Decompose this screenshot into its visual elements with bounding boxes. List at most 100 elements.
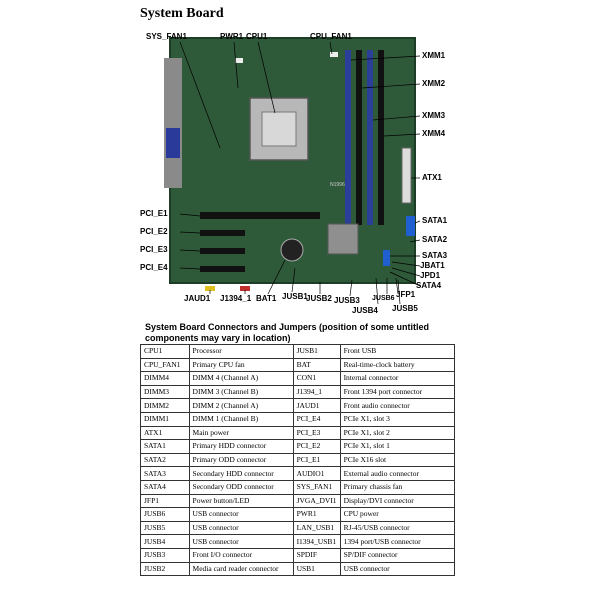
callout-jusb3: JUSB3 [334,296,360,305]
connector-description-cell: Front I/O connector [188,547,294,563]
connector-id-cell: CPU1 [140,344,190,359]
cmos-battery [280,238,304,262]
pcie-x16-slot [200,212,320,219]
connector-description-cell: Processor [188,344,294,359]
callout-atx1: ATX1 [422,173,442,182]
connector-id-cell: JUSB3 [140,547,190,563]
connector-id-cell: JUSB2 [140,561,190,577]
connector-description-cell: RJ-45/USB connector [339,520,456,536]
connector-id-cell: JVGA_DVI1 [292,493,341,509]
callout-pwr1: PWR1 [220,32,244,41]
connector-description-cell: USB connector [188,507,294,522]
connector-description-cell: Main power [188,425,294,441]
callout-jaud1: JAUD1 [184,294,211,303]
connector-description-cell: USB connector [188,534,294,549]
connector-id-cell: PCI_E4 [292,411,341,427]
callout-jusb2: JUSB2 [306,294,332,303]
connector-id-cell: DIMM1 [140,411,190,427]
callout-jusb1: JUSB1 [282,292,308,301]
connector-id-cell: PCI_E1 [292,452,341,468]
connector-description-cell: PCIe X1, slot 2 [339,425,456,441]
connector-id-cell: PCI_E2 [292,439,341,454]
connector-description-cell: PCIe X1, slot 3 [339,411,456,427]
connector-description-cell: Primary chassis fan [339,479,456,495]
connector-description-cell: Secondary HDD connector [188,466,294,481]
pcie-x1-slot-1 [200,230,245,236]
connector-id-cell: PCI_E3 [292,425,341,441]
connector-id-cell: CON1 [292,371,341,386]
connector-id-cell: DIMM3 [140,384,190,400]
dimm-slot-1 [345,50,351,225]
callout-sata2: SATA2 [422,235,448,244]
page-title: System Board [140,6,224,21]
connector-description-cell: DIMM 3 (Channel B) [188,384,294,400]
connector-description-cell: Primary HDD connector [188,439,294,454]
connector-id-cell: CPU_FAN1 [140,357,190,373]
connector-description-cell: CPU power [339,507,456,522]
callout-sata4: SATA4 [416,281,442,290]
connector-description-cell: Secondary ODD connector [188,479,294,495]
system-board-diagram: N1996 SYS_FAN1 PWR1 CPU1 CPU_FAN1 XMM1 X… [140,28,460,318]
connector-description-cell: Front audio connector [339,398,456,413]
connector-description-cell: DIMM 4 (Channel A) [188,371,294,386]
connector-id-cell: SYS_FAN1 [292,479,341,495]
table-caption: System Board Connectors and Jumpers (pos… [145,322,430,343]
callout-xmm2: XMM2 [422,79,446,88]
callout-cpu1: CPU1 [246,32,268,41]
pcie-x1-slot-2 [200,248,245,254]
atx-connector [401,147,412,204]
connector-description-cell: USB connector [339,561,456,577]
callout-pci-e4: PCI_E4 [140,263,168,272]
connector-id-cell: USB1 [292,561,341,577]
connector-description-cell: Primary ODD connector [188,452,294,468]
callout-pci-e3: PCI_E3 [140,245,168,254]
connector-description-cell: Primary CPU fan [188,357,294,373]
connector-description-cell: SP/DIF connector [339,547,456,563]
chipset [327,223,359,255]
callout-jfp1: JFP1 [396,290,416,299]
callout-jusb4: JUSB4 [352,306,378,315]
connector-description-cell: USB connector [188,520,294,536]
connector-id-cell: AUDIO1 [292,466,341,481]
callout-jusb6: JUSB6 [372,295,395,302]
connector-id-cell: DIMM4 [140,371,190,386]
connector-id-cell: JUSB5 [140,520,190,536]
connector-id-cell: PWR1 [292,507,341,522]
callout-jpd1: JPD1 [420,271,441,280]
connector-id-cell: JAUD1 [292,398,341,413]
callout-jbat1: JBAT1 [420,261,445,270]
callout-j1394-1: J1394_1 [220,294,252,303]
connector-id-cell: J1394_1 [292,384,341,400]
connector-description-cell: DIMM 2 (Channel A) [188,398,294,413]
connector-description-cell: Power button/LED [188,493,294,509]
callout-cpu-fan1: CPU_FAN1 [310,32,352,41]
connector-description-cell: 1394 port/USB connector [339,534,456,549]
connector-description-cell: Media card reader connector [188,561,294,577]
connector-description-cell: DIMM 1 (Channel B) [188,411,294,427]
connector-id-cell: SPDIF [292,547,341,563]
connector-description-cell: PCIe X1, slot 1 [339,439,456,454]
connector-id-cell: DIMM2 [140,398,190,413]
callout-xmm3: XMM3 [422,111,446,120]
connector-id-cell: JUSB1 [292,344,341,359]
connector-description-cell: Real-time-clock battery [339,357,456,373]
callout-pci-e1: PCI_E1 [140,209,168,218]
callout-jusb5: JUSB5 [392,304,418,313]
board-marking: N1996 [330,182,345,188]
callout-sys-fan1: SYS_FAN1 [146,32,187,41]
connector-description-cell: Internal connector [339,371,456,386]
connector-description-cell: Front 1394 port connector [339,384,456,400]
connector-description-cell: PCIe X16 slot [339,452,456,468]
connector-id-cell: BAT [292,357,341,373]
